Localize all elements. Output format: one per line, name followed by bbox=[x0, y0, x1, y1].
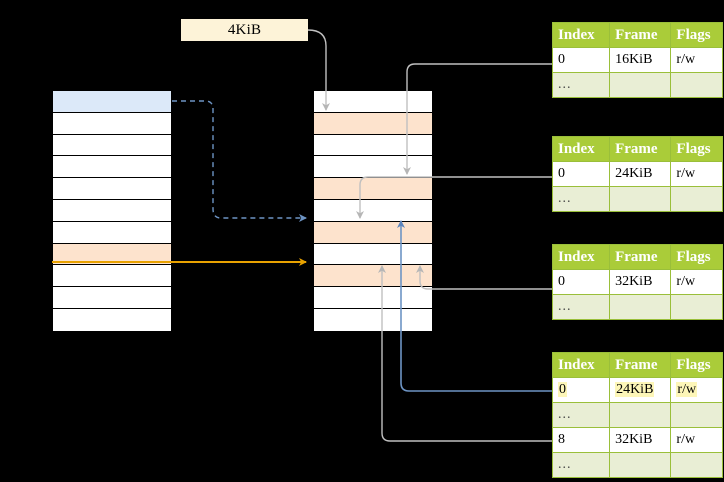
cell-frame bbox=[609, 402, 672, 428]
table-ellipsis-row: ... bbox=[551, 294, 723, 320]
memory-row bbox=[314, 243, 432, 266]
cell-index: 0 bbox=[551, 377, 611, 403]
memory-row bbox=[314, 112, 432, 135]
cell-flags bbox=[670, 72, 723, 98]
column-header-index: Index bbox=[551, 244, 611, 270]
cell-flags bbox=[670, 186, 723, 212]
cell-frame bbox=[609, 452, 672, 478]
cell-index: ... bbox=[551, 186, 611, 212]
memory-row bbox=[53, 178, 171, 200]
memory-row bbox=[314, 134, 432, 157]
cell-flags bbox=[670, 402, 723, 428]
memory-row bbox=[314, 199, 432, 222]
table-ellipsis-row: ... bbox=[551, 186, 723, 212]
table-ellipsis-row: ... bbox=[551, 452, 723, 478]
physical-memory-column bbox=[313, 90, 433, 331]
column-header-frame: Frame bbox=[609, 352, 672, 378]
column-header-flags: Flags bbox=[670, 22, 723, 48]
memory-row bbox=[53, 112, 171, 135]
column-header-flags: Flags bbox=[670, 136, 723, 162]
column-header-flags: Flags bbox=[670, 352, 723, 378]
memory-row bbox=[314, 287, 432, 309]
cell-index: ... bbox=[551, 402, 611, 428]
memory-row bbox=[53, 134, 171, 157]
table-row: 0 24KiB r/w bbox=[551, 377, 723, 403]
wire-vaddr-to-frame-dashed bbox=[172, 100, 307, 222]
cell-flags: r/w bbox=[670, 377, 723, 403]
table-ellipsis-row: ... bbox=[551, 72, 723, 98]
memory-row bbox=[314, 178, 432, 200]
memory-row bbox=[53, 243, 171, 266]
column-header-index: Index bbox=[551, 22, 611, 48]
cell-flags: r/w bbox=[670, 47, 723, 73]
cell-frame bbox=[609, 294, 672, 320]
cell-index: ... bbox=[551, 294, 611, 320]
memory-row bbox=[314, 308, 432, 331]
cell-index: 8 bbox=[551, 427, 611, 453]
cell-index: 0 bbox=[551, 269, 611, 295]
cell-frame: 32KiB bbox=[609, 427, 672, 453]
column-header-index: Index bbox=[551, 352, 611, 378]
column-header-index: Index bbox=[551, 136, 611, 162]
memory-row bbox=[53, 91, 171, 113]
cell-flags: r/w bbox=[670, 427, 723, 453]
memory-row bbox=[314, 156, 432, 179]
memory-row bbox=[314, 91, 432, 113]
page-size-label: 4KiB bbox=[181, 19, 308, 41]
cell-frame bbox=[609, 72, 672, 98]
cell-index: ... bbox=[551, 452, 611, 478]
cell-index: 0 bbox=[551, 161, 611, 187]
cell-frame: 32KiB bbox=[609, 269, 672, 295]
memory-row bbox=[53, 265, 171, 288]
cell-frame: 24KiB bbox=[609, 161, 672, 187]
cell-frame: 16KiB bbox=[609, 47, 672, 73]
cell-index: 0 bbox=[551, 47, 611, 73]
highlighted-value: 0 bbox=[558, 382, 567, 397]
memory-row bbox=[314, 221, 432, 244]
highlighted-value: 24KiB bbox=[615, 382, 655, 397]
cell-flags: r/w bbox=[670, 269, 723, 295]
column-header-frame: Frame bbox=[609, 136, 672, 162]
column-header-flags: Flags bbox=[670, 244, 723, 270]
cell-flags bbox=[670, 452, 723, 478]
memory-row bbox=[53, 199, 171, 222]
cell-flags: r/w bbox=[670, 161, 723, 187]
column-header-frame: Frame bbox=[609, 244, 672, 270]
table-ellipsis-row: ... bbox=[551, 402, 723, 428]
cell-index: ... bbox=[551, 72, 611, 98]
memory-row bbox=[53, 308, 171, 331]
virtual-address-space-column bbox=[52, 90, 172, 331]
column-header-frame: Frame bbox=[609, 22, 672, 48]
wire-table3-to-frame bbox=[416, 265, 552, 290]
memory-row bbox=[314, 265, 432, 288]
cell-frame bbox=[609, 186, 672, 212]
memory-row bbox=[53, 221, 171, 244]
cell-flags bbox=[670, 294, 723, 320]
cell-frame: 24KiB bbox=[609, 377, 672, 403]
highlighted-value: r/w bbox=[676, 382, 698, 397]
memory-row bbox=[53, 287, 171, 309]
memory-row bbox=[53, 156, 171, 179]
